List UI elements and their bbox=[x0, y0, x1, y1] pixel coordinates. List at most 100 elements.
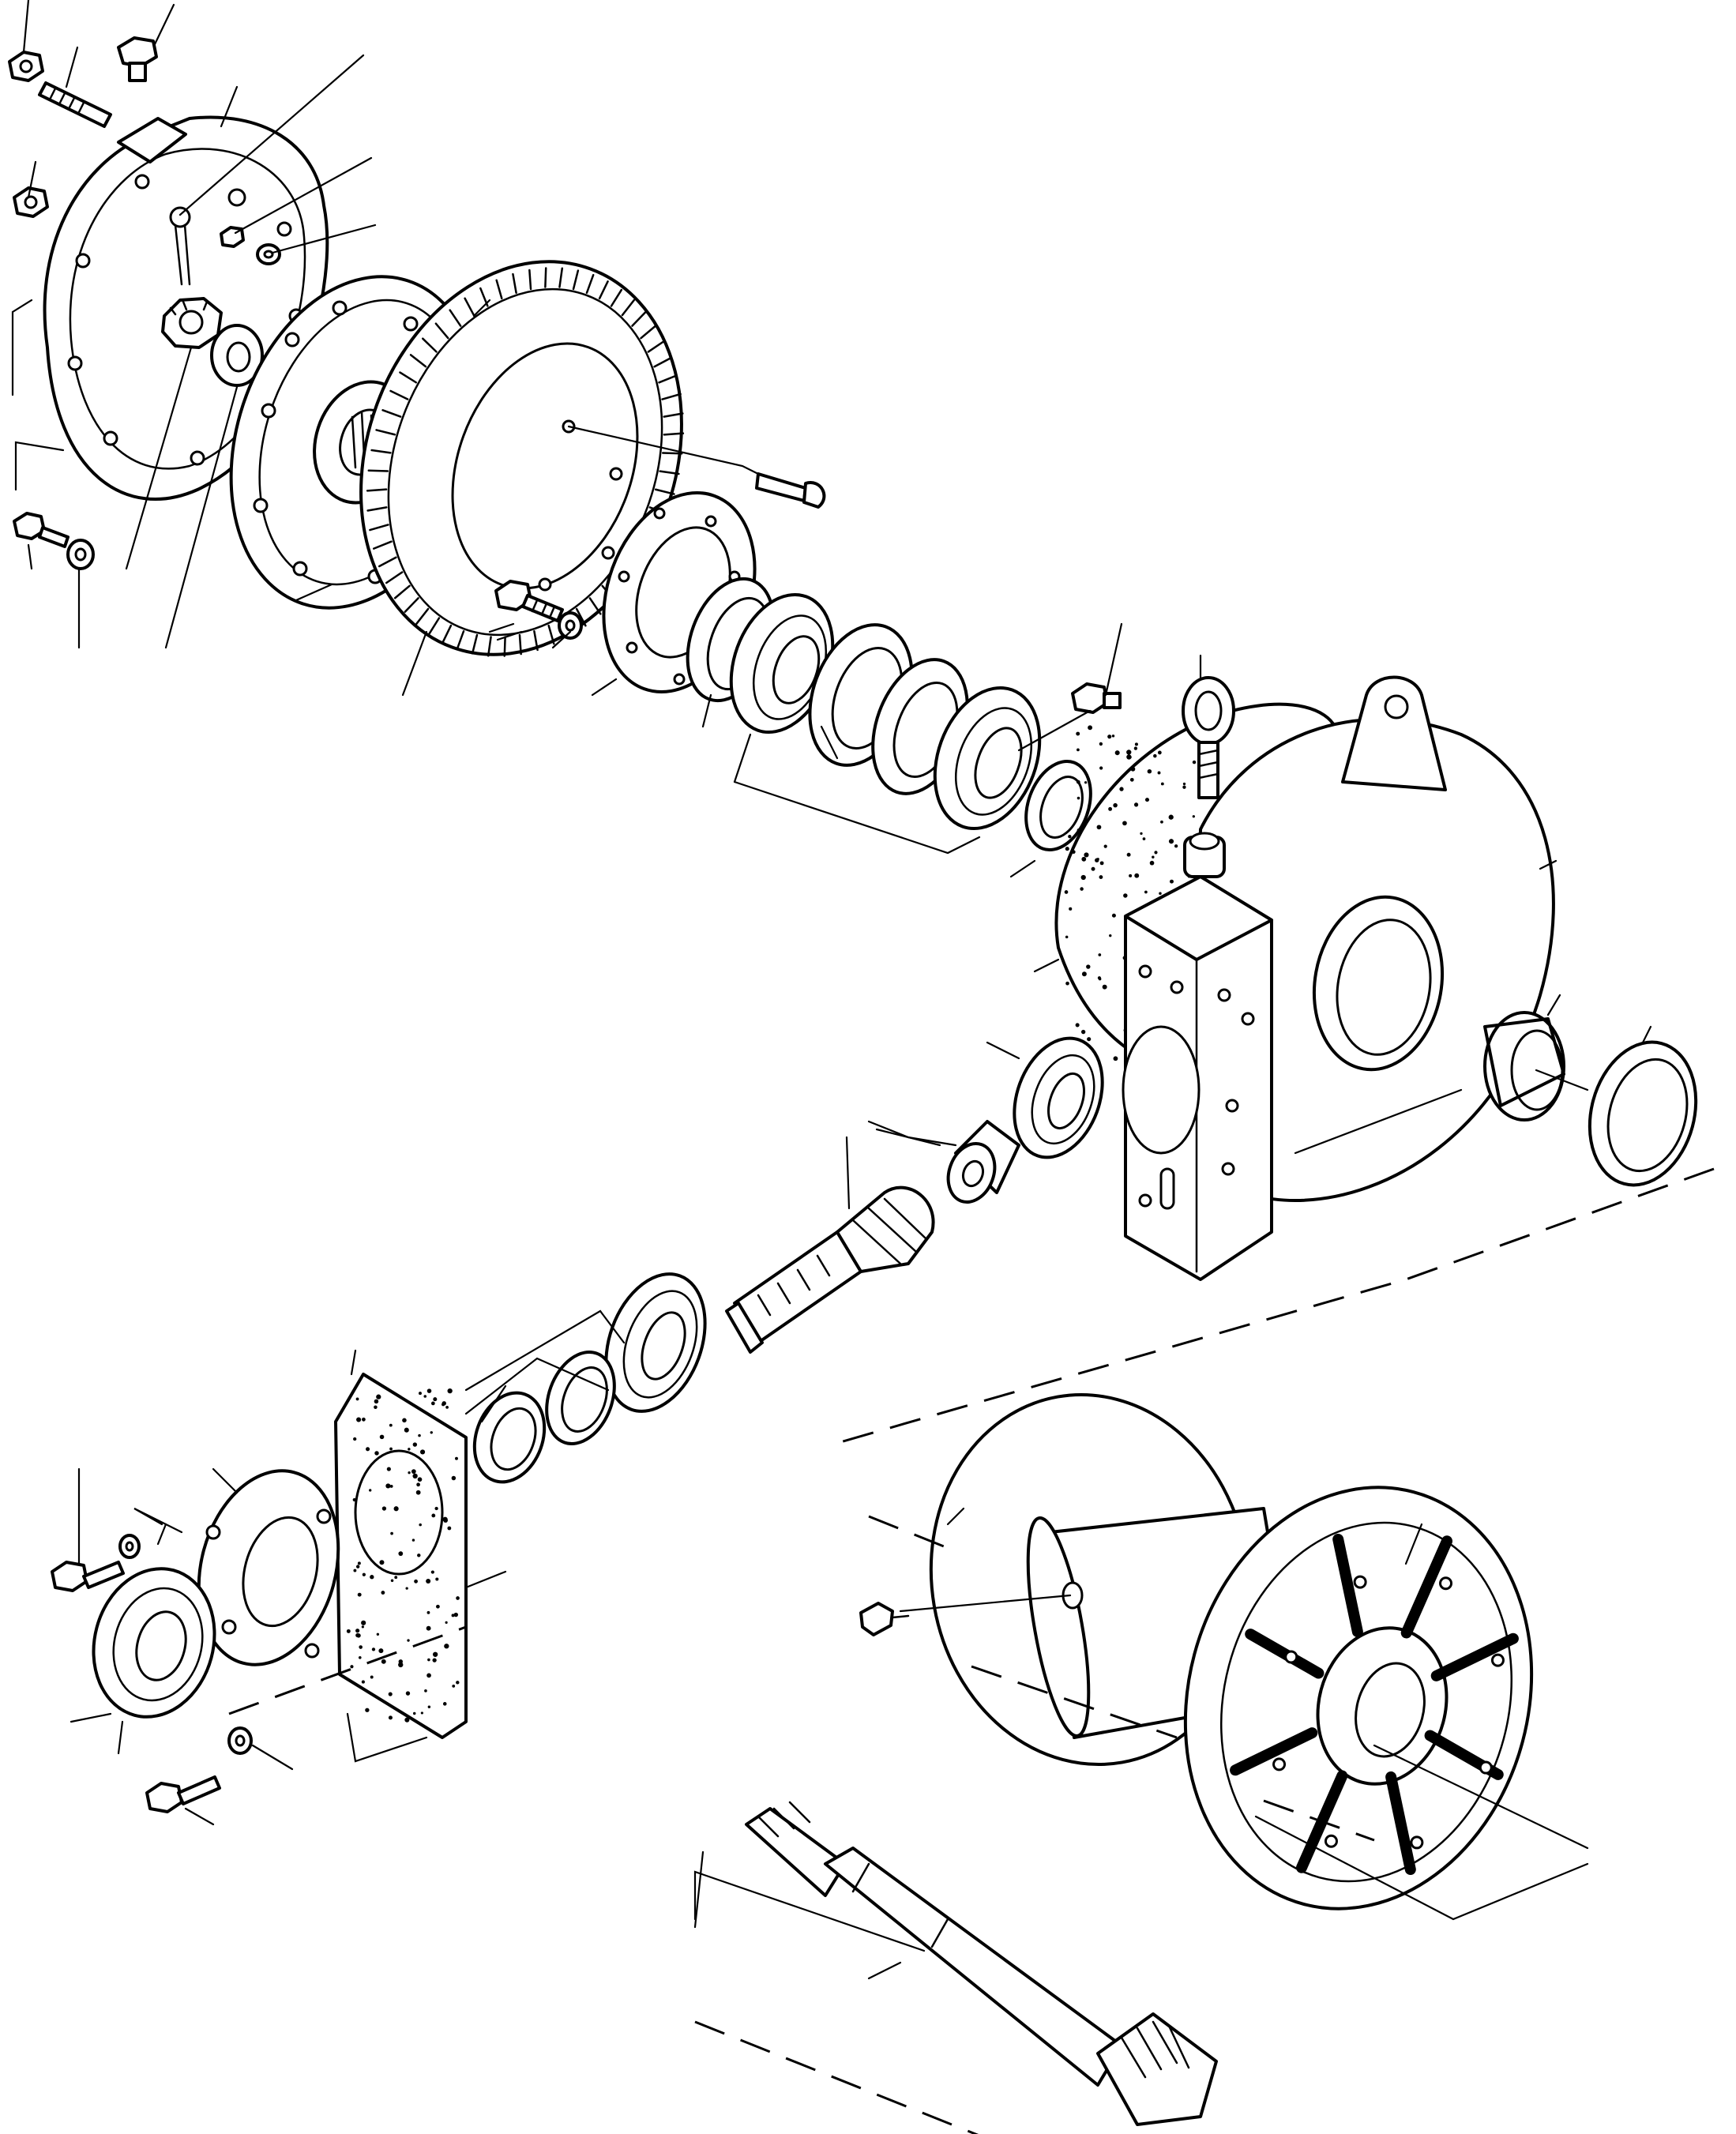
bracket-lines bbox=[133, 709, 1589, 1952]
gear-tooth bbox=[661, 393, 682, 400]
gear-tooth bbox=[585, 273, 595, 295]
gasket-speck bbox=[408, 1471, 411, 1475]
drum-hole bbox=[1284, 1650, 1298, 1664]
gasket-speck bbox=[1099, 742, 1103, 746]
gasket-speck bbox=[442, 1702, 447, 1706]
gasket-speck bbox=[408, 1448, 411, 1451]
gasket-speck bbox=[355, 1397, 359, 1401]
gear-tooth bbox=[366, 488, 388, 492]
gasket-speck bbox=[356, 1417, 362, 1422]
gasket-speck bbox=[1157, 750, 1162, 755]
gasket-speck bbox=[352, 1497, 356, 1502]
gear-tooth bbox=[558, 267, 564, 288]
assembly-dash-lines bbox=[228, 1167, 1715, 2134]
gasket-speck bbox=[1065, 981, 1069, 986]
gasket-speck bbox=[361, 1625, 364, 1629]
gear-tooth bbox=[518, 633, 522, 656]
gear-tooth bbox=[575, 607, 587, 627]
gasket-speck bbox=[370, 1575, 374, 1580]
gear-tooth bbox=[653, 356, 673, 368]
drum-spoke bbox=[1385, 1771, 1416, 1876]
gasket-speck bbox=[362, 1572, 366, 1576]
drum-hole bbox=[1439, 1576, 1453, 1591]
gasket-speck bbox=[376, 1632, 380, 1636]
gasket-speck bbox=[1152, 855, 1155, 858]
gear-tooth bbox=[381, 409, 402, 418]
gear-tooth bbox=[598, 280, 609, 300]
gasket-speck bbox=[355, 1629, 360, 1633]
gear-tooth bbox=[367, 469, 389, 472]
gasket-speck bbox=[374, 1451, 379, 1456]
gasket-speck bbox=[1080, 887, 1084, 891]
gasket-speck bbox=[1099, 766, 1103, 770]
gasket-speck bbox=[394, 1576, 398, 1580]
gasket-speck bbox=[1160, 820, 1163, 824]
gasket-speck bbox=[393, 1506, 399, 1512]
gear-tooth bbox=[427, 617, 441, 636]
gasket-speck bbox=[1149, 860, 1155, 866]
gasket-speck bbox=[357, 1561, 361, 1565]
gasket-speck bbox=[1080, 1029, 1086, 1035]
gasket-speck bbox=[1076, 780, 1080, 784]
gasket-speck bbox=[414, 1579, 418, 1584]
gasket-speck bbox=[389, 1484, 393, 1488]
gasket-speck bbox=[402, 1418, 407, 1423]
gasket-speck bbox=[447, 1526, 452, 1531]
ring-gear-bolt bbox=[755, 472, 826, 509]
gasket-speck bbox=[362, 1417, 366, 1422]
bearing-cone-lower bbox=[472, 1391, 547, 1484]
gasket-speck bbox=[353, 1437, 357, 1441]
gasket-speck bbox=[1077, 796, 1080, 800]
gasket-speck bbox=[456, 1681, 460, 1685]
washer-lower-left-lower bbox=[227, 1726, 253, 1755]
gasket-speck bbox=[381, 1506, 387, 1511]
gasket-speck bbox=[390, 1531, 393, 1535]
gasket-speck bbox=[381, 1591, 385, 1595]
gasket-speck bbox=[389, 1423, 393, 1427]
gasket-speck bbox=[447, 1388, 453, 1394]
bearing-sleeve-right bbox=[1483, 1011, 1565, 1121]
pinion-spacer bbox=[946, 1120, 1020, 1204]
gasket-speck bbox=[426, 1388, 432, 1393]
gasket-speck bbox=[404, 1427, 409, 1433]
gasket-speck bbox=[376, 1394, 381, 1399]
gasket-speck bbox=[1134, 873, 1140, 878]
gasket-speck bbox=[451, 1475, 457, 1481]
gasket-speck bbox=[1098, 953, 1102, 956]
gasket-speck bbox=[1154, 851, 1158, 855]
gasket-speck bbox=[424, 1689, 427, 1693]
gasket-speck bbox=[453, 1612, 459, 1617]
gasket-speck bbox=[1064, 890, 1069, 894]
gasket-speck bbox=[419, 1392, 422, 1396]
gear-tooth bbox=[512, 272, 517, 294]
gasket-speck bbox=[386, 1467, 391, 1471]
gasket-speck bbox=[1086, 964, 1091, 969]
gasket-speck bbox=[1114, 750, 1120, 756]
gasket-speck bbox=[1111, 735, 1115, 738]
cotter-pin bbox=[169, 206, 191, 286]
gasket-speck bbox=[1119, 787, 1124, 791]
gasket-speck bbox=[431, 1513, 436, 1518]
gasket-speck bbox=[1192, 760, 1197, 765]
gear-tooth bbox=[654, 488, 675, 495]
gear-tooth bbox=[378, 556, 397, 568]
bearing-cup-lower bbox=[545, 1350, 616, 1446]
gasket-speck bbox=[361, 1620, 366, 1625]
gasket-speck bbox=[355, 1632, 360, 1638]
gasket-speck bbox=[442, 1516, 448, 1522]
gasket-speck bbox=[1097, 976, 1101, 980]
grease-nipple bbox=[859, 1602, 910, 1636]
gear-tooth bbox=[393, 584, 411, 599]
gear-tooth bbox=[421, 337, 438, 353]
gasket-speck bbox=[426, 1579, 431, 1584]
gear-tooth bbox=[370, 449, 392, 454]
winch-drum bbox=[929, 1392, 1534, 1910]
gear-tooth bbox=[528, 269, 532, 291]
gear-tooth bbox=[663, 412, 684, 418]
gasket-speck bbox=[435, 1577, 439, 1581]
gasket-speck bbox=[415, 1490, 421, 1495]
oil-seal-right bbox=[1588, 1040, 1698, 1187]
gasket-speck bbox=[436, 1604, 440, 1609]
gear-tooth bbox=[572, 269, 580, 291]
gasket-speck bbox=[1129, 874, 1133, 877]
